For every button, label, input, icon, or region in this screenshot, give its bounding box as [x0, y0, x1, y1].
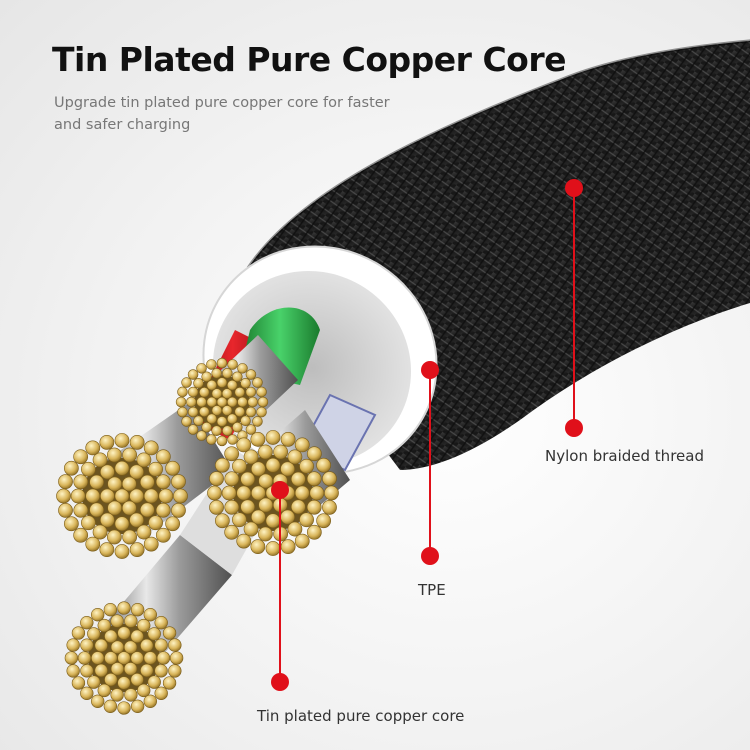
callout-dot-nylon-top [565, 179, 583, 197]
callout-dot-nylon-bottom [565, 419, 583, 437]
callout-dot-tpe-bottom [421, 547, 439, 565]
copper-strand-bundles [56, 357, 339, 715]
strand-bundle-large-left [56, 433, 188, 559]
headline: Tin Plated Pure Copper Core [52, 40, 566, 79]
callout-dot-tpe-top [421, 361, 439, 379]
callout-markers [271, 179, 583, 691]
subheadline: Upgrade tin plated pure copper core for … [54, 95, 390, 133]
callout-label-copper-core: Tin plated pure copper core [257, 707, 465, 725]
callout-label-nylon: Nylon braided thread [545, 447, 704, 465]
strand-bundle-top [175, 357, 269, 447]
strand-bundle-bottom [64, 601, 184, 715]
callout-dot-core-bottom [271, 673, 289, 691]
callout-dot-core-top [271, 481, 289, 499]
callout-label-tpe: TPE [418, 581, 446, 599]
